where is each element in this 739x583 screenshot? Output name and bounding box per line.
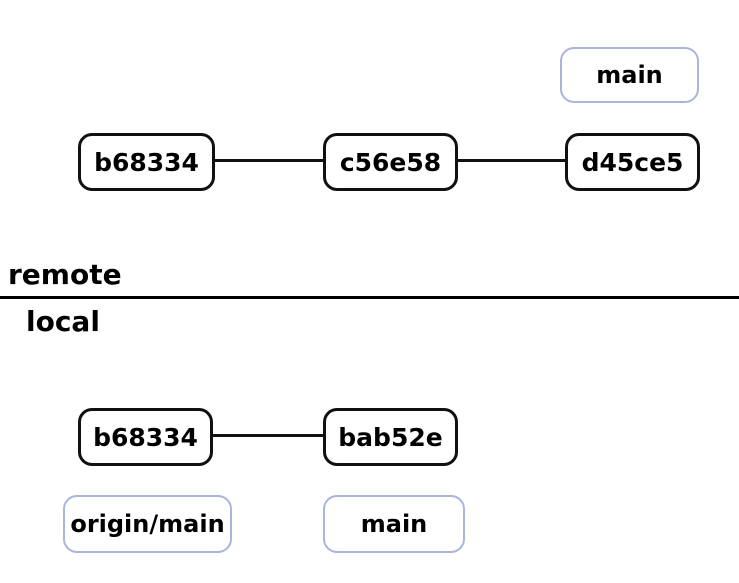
- branch-label-local-main: main: [323, 495, 465, 553]
- edge-remote-b68334-c56e58: [213, 159, 325, 162]
- branch-label-text: origin/main: [70, 510, 225, 538]
- branch-label-text: main: [360, 510, 428, 538]
- divider-line: [0, 296, 739, 299]
- edge-local-b68334-bab52e: [211, 434, 325, 437]
- commit-node-remote-b68334: b68334: [78, 133, 215, 191]
- branch-label-local-origin-main: origin/main: [63, 495, 232, 553]
- commit-node-local-b68334: b68334: [78, 408, 213, 466]
- branch-label-remote-main: main: [560, 47, 699, 103]
- commit-id-text: d45ce5: [581, 147, 684, 177]
- edge-remote-c56e58-d45ce5: [456, 159, 567, 162]
- commit-id-text: b68334: [94, 147, 199, 177]
- section-label-local: local: [26, 305, 100, 338]
- commit-id-text: b68334: [93, 422, 198, 452]
- commit-id-text: c56e58: [339, 147, 442, 177]
- commit-node-remote-d45ce5: d45ce5: [565, 133, 700, 191]
- branch-label-text: main: [596, 61, 663, 89]
- commit-node-remote-c56e58: c56e58: [323, 133, 458, 191]
- section-label-remote: remote: [8, 258, 122, 291]
- commit-node-local-bab52e: bab52e: [323, 408, 458, 466]
- commit-id-text: bab52e: [338, 422, 443, 452]
